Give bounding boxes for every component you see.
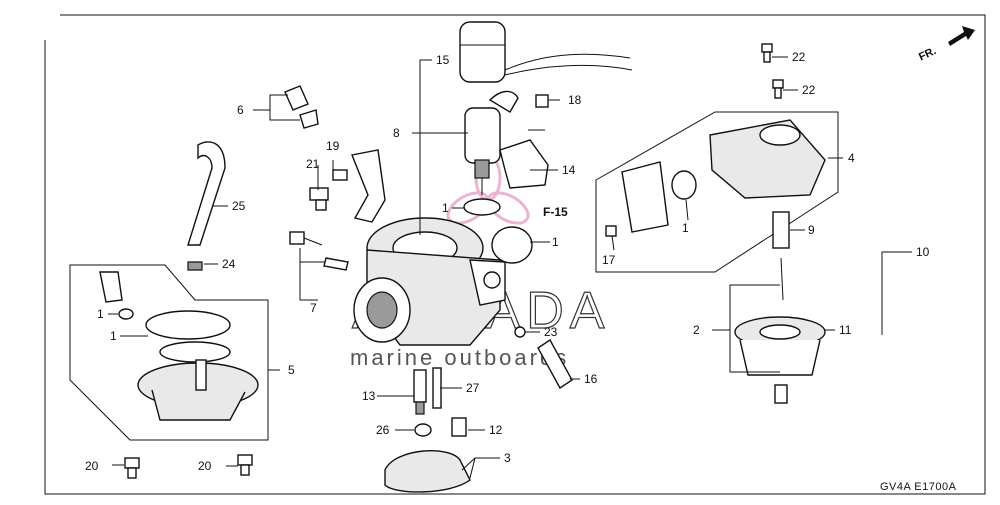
callout-20b: 20 [198, 459, 212, 473]
screw-21 [309, 187, 329, 211]
callout-3: 3 [504, 451, 511, 465]
callout-22b: 22 [802, 83, 816, 97]
cover-gasket [621, 161, 669, 233]
callout-16: 16 [584, 372, 598, 386]
callout-2: 2 [693, 323, 700, 337]
outer-frame [44, 14, 986, 495]
drain-screw [99, 271, 123, 303]
float [384, 450, 471, 493]
callout-22a: 22 [792, 50, 806, 64]
callout-15: 15 [436, 53, 450, 67]
main-jet-13 [413, 369, 427, 415]
float-chamber-o-ring [159, 341, 231, 363]
screw-18 [535, 94, 549, 108]
carburetor-body [353, 217, 506, 346]
direction-label: FR. [917, 45, 938, 63]
screw-19 [332, 169, 348, 181]
callout-21: 21 [306, 157, 320, 171]
callout-25: 25 [232, 199, 246, 213]
diaphragm [734, 316, 826, 404]
leader-lines [108, 56, 912, 479]
callout-13: 13 [362, 389, 376, 403]
callout-7: 7 [310, 301, 317, 315]
top-cover-box [595, 111, 839, 273]
jet-needle [780, 257, 784, 301]
callout-23: 23 [544, 325, 558, 339]
cover-o-ring [671, 170, 697, 200]
callout-4: 4 [848, 151, 855, 165]
throttle-linkage [351, 149, 386, 223]
callout-1-drain: 1 [97, 307, 104, 321]
auto-choke-cap [459, 21, 633, 83]
screw-22a [761, 43, 773, 63]
callout-11: 11 [839, 323, 852, 337]
screw-20b [237, 454, 253, 476]
top-cover [709, 119, 826, 199]
clip-24 [187, 261, 203, 271]
diagram-code: GV4A E1700A [880, 481, 957, 493]
callout-1-cover: 1 [682, 221, 689, 235]
piston-valve [772, 211, 790, 249]
choke-bracket [499, 139, 549, 189]
needle-jet-27 [432, 367, 442, 409]
auto-choke-unit [464, 90, 519, 195]
screw-22b [772, 79, 784, 99]
clamp-23 [514, 326, 526, 338]
callout-10: 10 [916, 245, 930, 259]
callout-17: 17 [602, 253, 616, 267]
section-reference: F-15 [543, 205, 568, 219]
idle-screw-set [289, 231, 349, 271]
pilot-screw [284, 85, 319, 129]
callout-26: 26 [376, 423, 390, 437]
callout-20a: 20 [85, 459, 99, 473]
screw-17 [605, 225, 617, 237]
callout-27: 27 [466, 381, 480, 395]
fuel-hose [537, 338, 573, 390]
screw-20a [124, 457, 140, 479]
callout-8: 8 [393, 126, 400, 140]
callout-1-gasket: 1 [110, 329, 117, 343]
callout-19: 19 [326, 139, 340, 153]
callout-1-body: 1 [442, 201, 449, 215]
float-chamber-gasket [145, 310, 231, 340]
slow-jet-12 [451, 417, 467, 437]
o-ring-small [118, 308, 134, 320]
watermark-tagline: marine outboards [350, 345, 569, 370]
vent-tube [187, 141, 226, 246]
callout-6: 6 [237, 103, 244, 117]
callout-1-oring: 1 [552, 235, 559, 249]
front-direction-arrow-icon: FR. [917, 26, 975, 63]
callout-5: 5 [288, 363, 295, 377]
o-ring-a [463, 198, 501, 216]
callout-24: 24 [222, 257, 236, 271]
callout-9: 9 [808, 223, 815, 237]
callout-18: 18 [568, 93, 582, 107]
callout-labels: 15 8 1 1 18 14 6 19 21 7 25 24 1 1 5 20 … [85, 50, 930, 473]
float-chamber [137, 359, 259, 421]
callout-12: 12 [489, 423, 503, 437]
callout-14: 14 [562, 163, 576, 177]
o-ring-b [491, 226, 533, 264]
cap-26 [414, 423, 432, 437]
